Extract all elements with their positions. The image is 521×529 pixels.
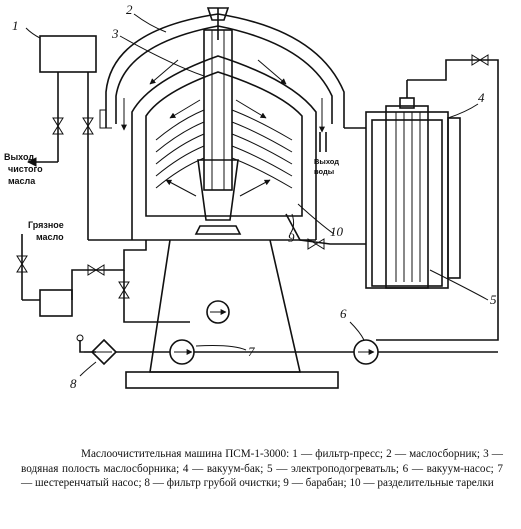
label-7: 7 [248,344,255,359]
drum-spindle [197,159,239,221]
label-3: 3 [111,26,119,41]
valve-10 [307,238,325,250]
label-1: 1 [12,18,19,33]
valve-left-1 [52,117,64,135]
dirty-oil-label-line1: Грязное [28,220,64,230]
label-2: 2 [126,2,133,17]
separating-plates [155,109,293,189]
label-6: 6 [340,306,347,321]
filter-press-box [39,35,97,73]
valve-left-2 [82,117,94,135]
label-10: 10 [330,224,344,239]
label-4: 4 [478,90,485,105]
oil-collector-dome [105,13,345,128]
clean-oil-label-line3: масла [8,176,36,186]
valve-top-right [471,54,489,66]
vacuum-tank [365,111,449,289]
heater-box [39,289,73,317]
clean-oil-label-line1: Выход [4,152,34,162]
flow-arrows [121,59,325,197]
figure-caption: Маслоочистительная машина ПСМ-1-3000: 1 … [21,447,503,491]
caption-text: Маслоочистительная машина ПСМ-1-3000: 1 … [21,448,503,490]
coarse-filter [90,338,118,366]
water-outlet-label-line1: Выход [314,157,339,166]
valve-mid-left [118,281,130,299]
water-outlet-label-line2: воды [314,167,334,176]
base-gear [206,300,230,324]
dirty-oil-label-line2: масло [36,232,64,242]
label-8: 8 [70,376,77,391]
drum-body [131,55,317,240]
clean-oil-label-line2: чистого [8,164,43,174]
valve-bottom-left [87,264,105,276]
label-9: 9 [288,230,295,245]
separator-schematic: 1 2 3 4 5 6 7 8 9 10 Выход чистого масла… [4,2,499,391]
valve-dirty-1 [16,255,28,273]
label-5: 5 [490,292,497,307]
drum-shaft [203,29,233,191]
